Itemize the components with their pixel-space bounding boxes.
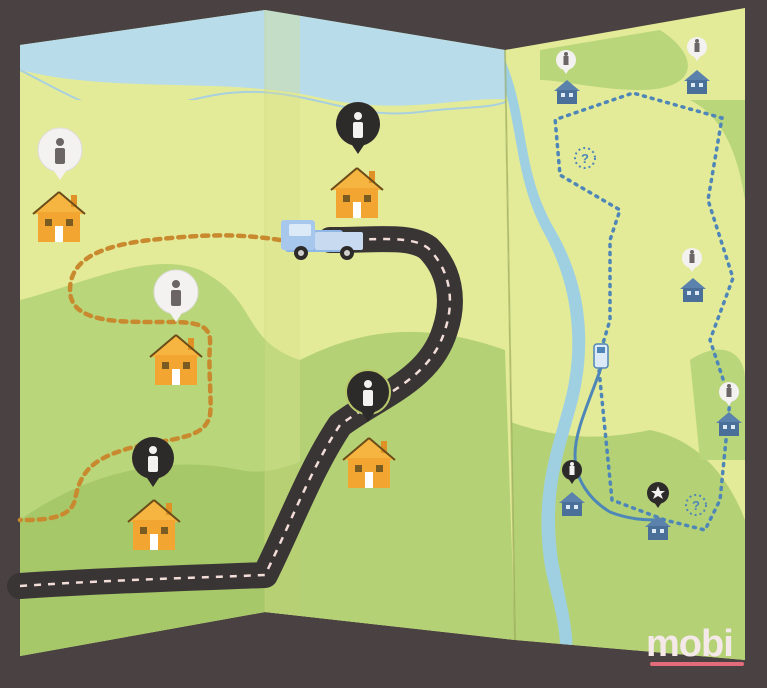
star-pin-icon [647,482,669,508]
person-pin-icon [562,460,582,484]
truck-icon [281,220,363,260]
house-icon [645,516,671,540]
house-icon [684,70,710,94]
person-pin-icon [336,102,380,154]
house-icon [330,167,384,218]
green-area [540,30,688,90]
question-mark-icon: ? [685,494,707,516]
dotted-trail [553,91,735,533]
person-pin-icon [719,382,739,406]
map-right-panel [505,8,745,660]
route [573,364,661,522]
question-mark-icon: ? [574,147,596,169]
person-pin-icon [153,269,199,322]
truck-icon [593,343,609,369]
logo-underline [650,662,744,666]
house-icon [149,334,203,385]
green-area [690,100,745,200]
person-pin-icon [687,37,707,61]
dotted-path [17,233,283,523]
person-pin-icon [682,248,702,272]
fold-line [504,49,516,641]
svg-text:?: ? [581,151,589,166]
house-icon [559,492,585,516]
person-pin-icon [556,50,576,74]
mobi-logo: mobi [646,622,750,670]
person-pin-icon [37,127,83,180]
house-icon [716,412,742,436]
svg-text:?: ? [692,498,700,513]
house-icon [32,191,86,242]
person-pin-icon [132,437,174,487]
house-icon [680,278,706,302]
logo-text: mobi [646,623,734,665]
house-icon [342,437,396,488]
house-icon [554,80,580,104]
person-pin-icon [345,369,391,422]
house-icon [127,499,181,550]
